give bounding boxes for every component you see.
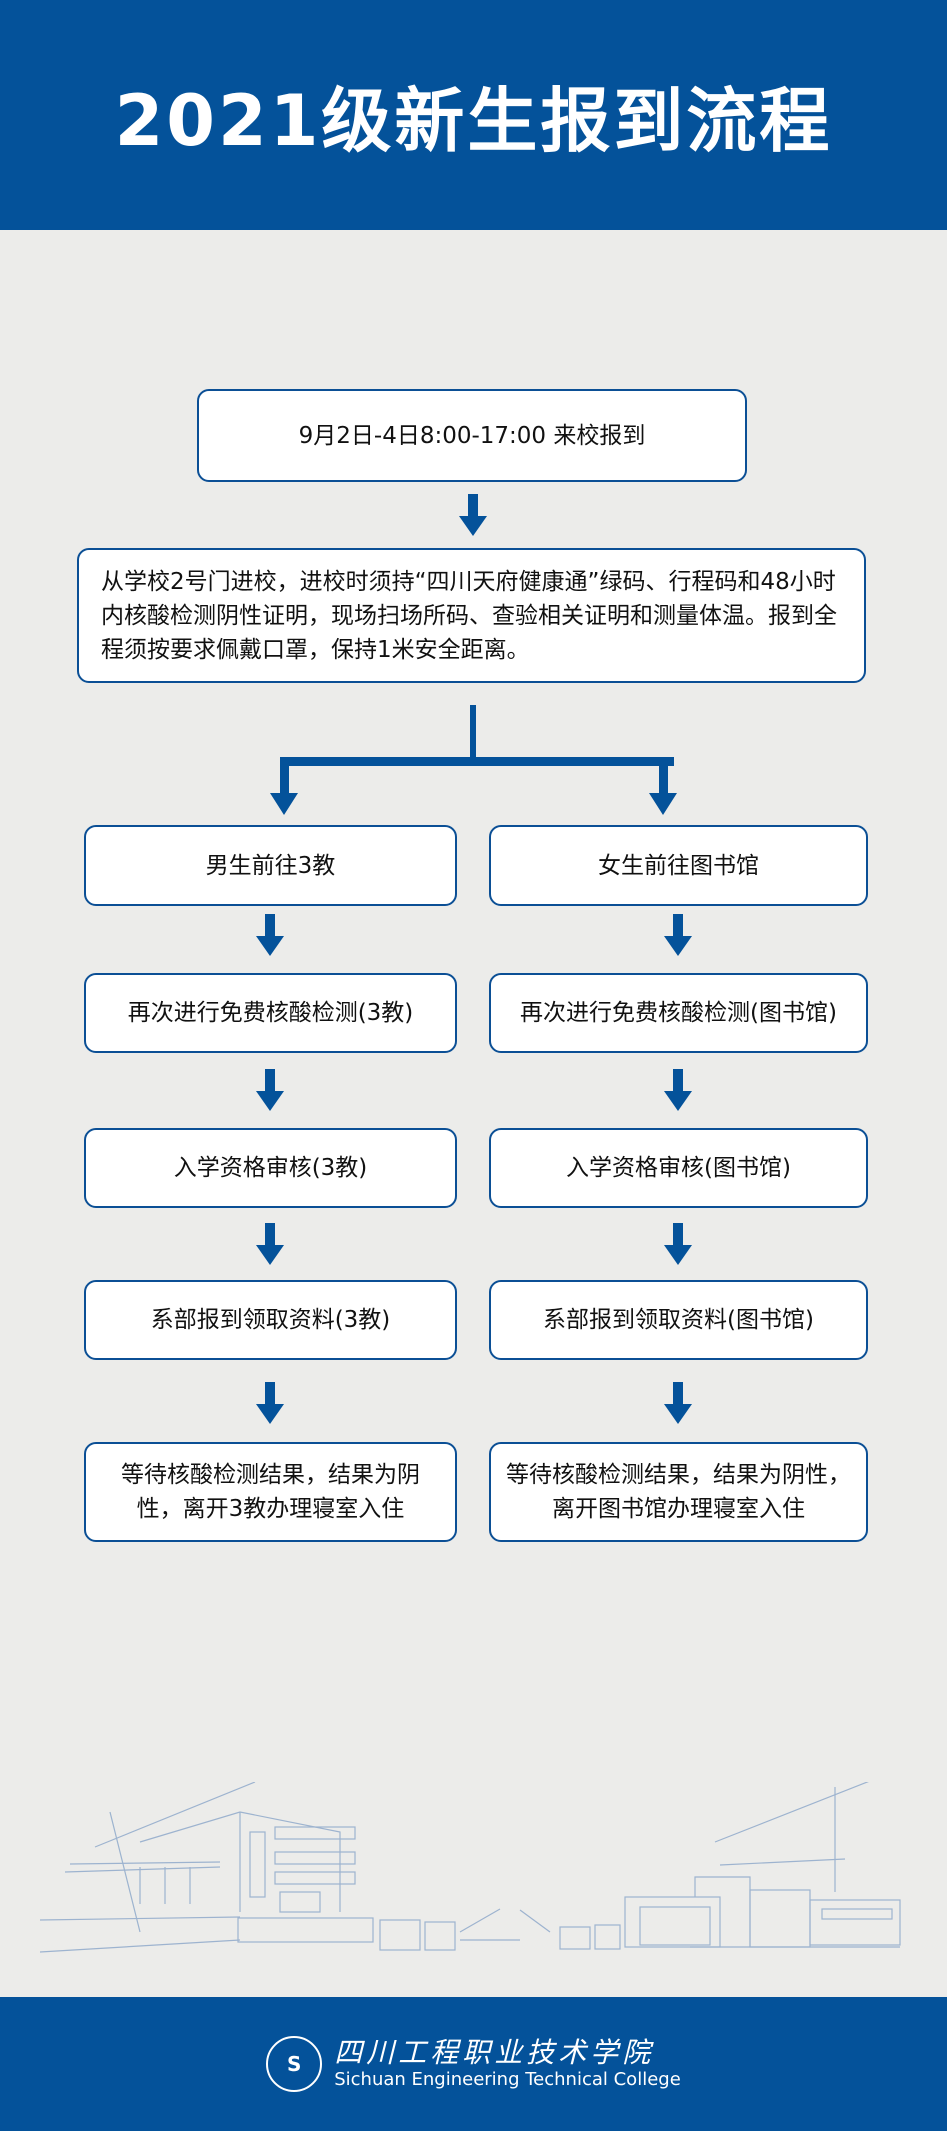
arrow-down-icon	[664, 914, 692, 956]
female-step: 再次进行免费核酸检测(图书馆)	[489, 973, 868, 1053]
campus-illustration	[40, 1782, 901, 1953]
female-step: 等待核酸检测结果，结果为阴性，离开图书馆办理寝室入住	[489, 1442, 868, 1542]
college-seal-logo: S	[266, 2036, 323, 2092]
header-banner: 2021级新生报到流程	[0, 0, 947, 230]
arrow-down-icon	[256, 914, 284, 956]
arrow-down-icon	[256, 1382, 284, 1424]
college-name-cn: 四川工程职业技术学院	[334, 2036, 655, 2069]
arrow-down-icon	[256, 1069, 284, 1111]
page-title: 2021级新生报到流程	[114, 79, 833, 162]
male-step: 男生前往3教	[84, 825, 457, 906]
arrow-down-icon	[664, 1223, 692, 1265]
arrow-down-icon	[664, 1069, 692, 1111]
college-name-en: Sichuan Engineering Technical College	[334, 2069, 681, 2090]
arrow-down-icon	[459, 494, 487, 536]
male-step: 等待核酸检测结果，结果为阴性，离开3教办理寝室入住	[84, 1442, 457, 1542]
male-step: 再次进行免费核酸检测(3教)	[84, 973, 457, 1053]
arrow-down-icon	[256, 1223, 284, 1265]
female-step: 入学资格审核(图书馆)	[489, 1128, 868, 1208]
arrow-down-icon	[664, 1382, 692, 1424]
split-connector-icon	[270, 705, 677, 815]
female-step: 系部报到领取资料(图书馆)	[489, 1280, 868, 1360]
step-arrive: 9月2日-4日8:00-17:00 来校报到	[197, 389, 747, 482]
male-step: 系部报到领取资料(3教)	[84, 1280, 457, 1360]
male-step: 入学资格审核(3教)	[84, 1128, 457, 1208]
female-step: 女生前往图书馆	[489, 825, 868, 906]
footer-banner: S 四川工程职业技术学院 Sichuan Engineering Technic…	[0, 1997, 947, 2131]
step-entry-requirements: 从学校2号门进校，进校时须持“四川天府健康通”绿码、行程码和48小时内核酸检测阴…	[77, 548, 866, 683]
